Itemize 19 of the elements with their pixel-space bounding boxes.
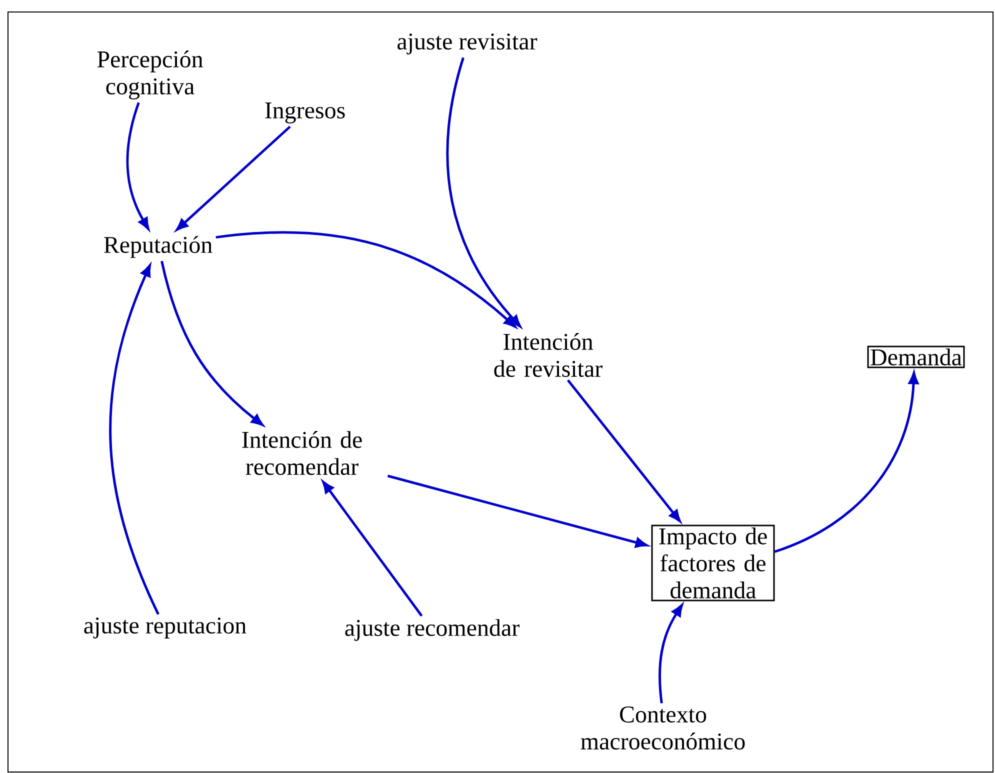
variable-label: ajuste recomendar bbox=[345, 619, 520, 641]
variable-label: Reputación bbox=[104, 236, 212, 258]
variable-label: Percepción cognitiva bbox=[97, 50, 203, 100]
variable-label: ajuste revisitar bbox=[398, 34, 538, 54]
arrow bbox=[216, 231, 516, 328]
arrow bbox=[446, 57, 521, 328]
variable-label: Intención de recomendar bbox=[242, 431, 362, 475]
variable-label: Ingresos bbox=[265, 102, 345, 124]
arrow bbox=[566, 379, 681, 522]
arrow bbox=[658, 604, 683, 704]
arrow bbox=[322, 481, 423, 617]
arrow bbox=[126, 102, 150, 230]
variable-box: Impacto de factores de demanda bbox=[651, 524, 775, 602]
variable-box: Demanda bbox=[867, 346, 965, 368]
arrow bbox=[160, 260, 264, 426]
variable-label: Contexto macroeconómico bbox=[580, 706, 745, 750]
variable-label: ajuste reputacion bbox=[84, 618, 246, 638]
variable-label: Intención de revisitar bbox=[494, 333, 602, 377]
arrow bbox=[176, 126, 291, 231]
